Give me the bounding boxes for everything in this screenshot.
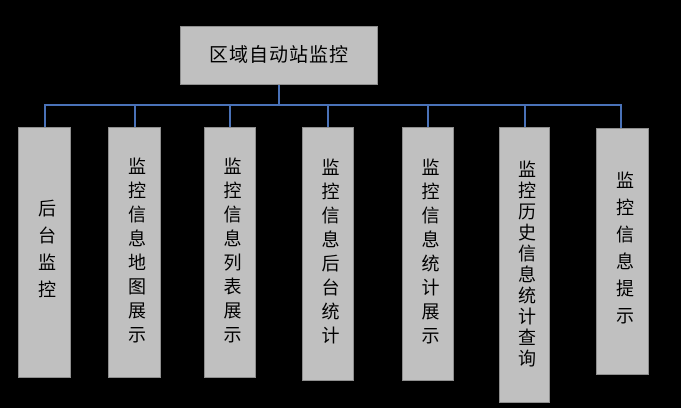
node-child-2[interactable]: 监控信息地图展示 bbox=[108, 127, 161, 378]
node-child-1-label: 后台监控 bbox=[34, 198, 56, 307]
node-child-2-label: 监控信息地图展示 bbox=[124, 156, 146, 349]
connector-root-stem bbox=[278, 85, 280, 106]
connector-drop-5 bbox=[427, 104, 429, 128]
node-root-label: 区域自动站监控 bbox=[208, 44, 349, 67]
node-child-7[interactable]: 监控信息提示 bbox=[596, 128, 649, 375]
node-child-5-label: 监控信息统计展示 bbox=[418, 158, 440, 350]
connector-drop-6 bbox=[524, 104, 526, 127]
node-root[interactable]: 区域自动站监控 bbox=[180, 26, 378, 85]
node-child-7-label: 监控信息提示 bbox=[612, 170, 634, 333]
connector-drop-2 bbox=[134, 104, 136, 128]
node-child-5[interactable]: 监控信息统计展示 bbox=[402, 127, 454, 381]
node-child-3[interactable]: 监控信息列表展示 bbox=[204, 127, 256, 378]
connector-horizontal-bus bbox=[44, 104, 622, 106]
connector-drop-7 bbox=[620, 104, 622, 128]
connector-drop-1 bbox=[44, 104, 46, 128]
node-child-6[interactable]: 监控历史信息统计查询 bbox=[499, 127, 550, 403]
node-child-4[interactable]: 监控信息后台统计 bbox=[302, 127, 354, 381]
node-child-4-label: 监控信息后台统计 bbox=[318, 158, 340, 350]
connector-drop-4 bbox=[327, 104, 329, 128]
node-child-1[interactable]: 后台监控 bbox=[18, 127, 71, 378]
connector-drop-3 bbox=[229, 104, 231, 128]
node-child-3-label: 监控信息列表展示 bbox=[220, 156, 242, 349]
node-child-6-label: 监控历史信息统计查询 bbox=[514, 160, 536, 370]
